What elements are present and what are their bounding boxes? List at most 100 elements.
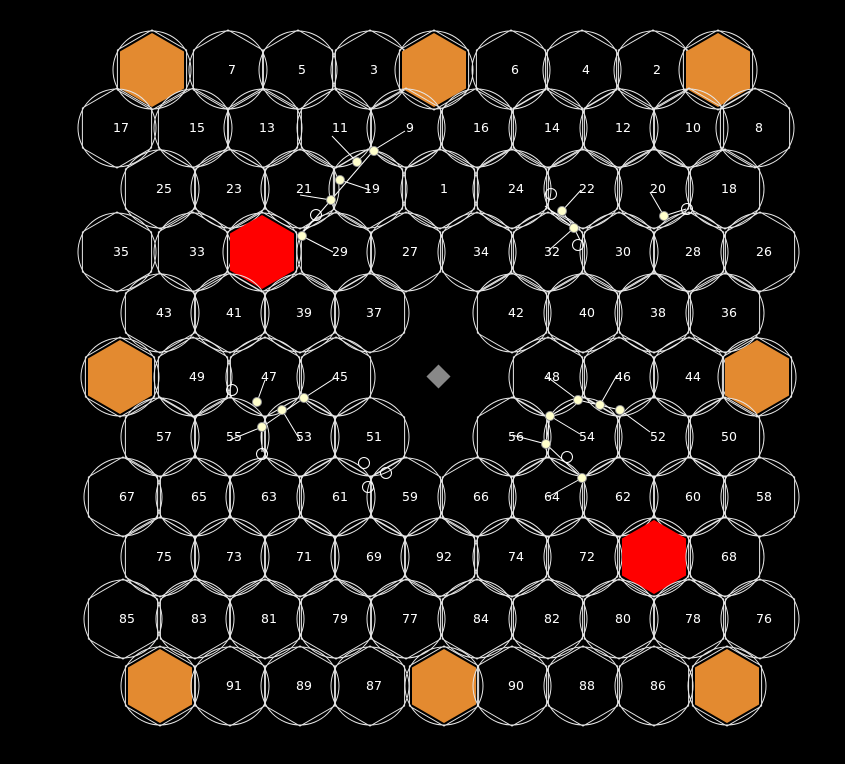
marker-dot[interactable] [569, 223, 579, 233]
hex-cell[interactable]: 12 [579, 87, 659, 169]
hex-cell[interactable]: 34 [437, 211, 517, 293]
hex-cell[interactable]: 78 [649, 578, 729, 660]
hex-cell[interactable]: 89 [260, 645, 340, 727]
marker-ring[interactable] [256, 448, 268, 460]
hex-cell[interactable]: 25 [120, 148, 200, 230]
marker-dot[interactable] [615, 405, 625, 415]
marker-dot[interactable] [659, 211, 669, 221]
marker-ring[interactable] [362, 481, 374, 493]
marker-dot[interactable] [541, 439, 551, 449]
hex-cell-outline [682, 29, 754, 111]
hex-cell[interactable]: 8 [715, 87, 795, 169]
hex-cell[interactable]: 83 [155, 578, 235, 660]
hex-cell[interactable] [222, 211, 302, 293]
hex-cell[interactable] [717, 336, 797, 418]
hex-cell[interactable]: 40 [543, 272, 623, 354]
hex-cell[interactable]: 71 [260, 516, 340, 598]
hex-cell-outline [87, 578, 159, 660]
hex-cell[interactable]: 84 [437, 578, 517, 660]
hex-cell[interactable]: 80 [579, 578, 659, 660]
hex-cell[interactable]: 86 [614, 645, 694, 727]
marker-dot[interactable] [335, 175, 345, 185]
marker-ring[interactable] [310, 209, 322, 221]
hex-cell[interactable] [687, 645, 767, 727]
hex-cell[interactable]: 32 [508, 211, 588, 293]
marker-ring[interactable] [572, 239, 584, 251]
marker-dot[interactable] [545, 411, 555, 421]
hex-cell[interactable] [112, 29, 192, 111]
marker-dot[interactable] [352, 157, 362, 167]
marker-ring[interactable] [358, 457, 370, 469]
hex-cell[interactable]: 37 [330, 272, 410, 354]
hex-cell[interactable]: 75 [120, 516, 200, 598]
hex-cell-outline [618, 645, 690, 727]
hex-cell[interactable]: 77 [366, 578, 446, 660]
hex-cell[interactable]: 92 [400, 516, 480, 598]
hex-cell[interactable]: 36 [685, 272, 765, 354]
hex-cell[interactable]: 68 [685, 516, 765, 598]
hex-cell[interactable]: 30 [579, 211, 659, 293]
hex-cell[interactable]: 91 [190, 645, 270, 727]
hex-cell[interactable]: 43 [120, 272, 200, 354]
hex-cell-label: 62 [615, 489, 631, 504]
hex-cell[interactable]: 18 [685, 148, 765, 230]
hex-cell[interactable]: 22 [543, 148, 623, 230]
hex-cell[interactable] [404, 645, 484, 727]
hex-cell[interactable]: 28 [649, 211, 729, 293]
marker-dot[interactable] [326, 195, 336, 205]
marker-dot[interactable] [369, 146, 379, 156]
hex-cell[interactable]: 35 [77, 211, 157, 293]
marker-dot[interactable] [299, 393, 309, 403]
hex-cell[interactable]: 9 [366, 87, 446, 169]
marker-ring[interactable] [681, 203, 693, 215]
hex-cell[interactable]: 74 [472, 516, 552, 598]
hex-cell[interactable]: 76 [720, 578, 800, 660]
hex-cell-label: 2 [653, 62, 661, 77]
hex-cell[interactable]: 73 [190, 516, 270, 598]
marker-ring[interactable] [545, 188, 557, 200]
marker-ring[interactable] [561, 451, 573, 463]
hex-cell[interactable] [120, 645, 200, 727]
hex-cell[interactable]: 14 [508, 87, 588, 169]
hex-cell[interactable]: 58 [720, 456, 800, 538]
hex-cell[interactable]: 42 [472, 272, 552, 354]
hex-cell[interactable]: 81 [225, 578, 305, 660]
hex-cell[interactable]: 20 [614, 148, 694, 230]
hex-cell[interactable]: 1 [400, 148, 480, 230]
hex-cell[interactable]: 88 [543, 645, 623, 727]
marker-dot[interactable] [557, 206, 567, 216]
marker-ring[interactable] [226, 384, 238, 396]
hex-cell[interactable]: 26 [720, 211, 800, 293]
hex-cell[interactable]: 27 [366, 211, 446, 293]
marker-dot[interactable] [595, 400, 605, 410]
hex-cell[interactable]: 13 [223, 87, 303, 169]
hex-cell[interactable]: 82 [508, 578, 588, 660]
hex-cell[interactable] [394, 29, 474, 111]
hex-cell-circle [330, 397, 410, 477]
hex-cell[interactable]: 39 [260, 272, 340, 354]
hex-cell[interactable]: 17 [77, 87, 157, 169]
hex-cell[interactable]: 41 [190, 272, 270, 354]
marker-dot[interactable] [257, 422, 267, 432]
hex-cell[interactable] [614, 516, 694, 598]
marker-dot[interactable] [277, 405, 287, 415]
hex-cell[interactable]: 67 [83, 456, 163, 538]
marker-dot[interactable] [297, 231, 307, 241]
marker-dot[interactable] [573, 395, 583, 405]
hex-cell[interactable]: 72 [543, 516, 623, 598]
marker-dot[interactable] [252, 397, 262, 407]
hex-cell[interactable] [80, 336, 160, 418]
hex-cell[interactable]: 79 [296, 578, 376, 660]
center-diamond-marker[interactable] [426, 364, 451, 389]
hex-cell[interactable]: 90 [472, 645, 552, 727]
hex-cell[interactable] [678, 29, 758, 111]
marker-dot[interactable] [577, 473, 587, 483]
hex-cell-label: 47 [261, 369, 277, 384]
marker-ring[interactable] [380, 467, 392, 479]
hex-cell[interactable]: 61 [296, 456, 376, 538]
hex-cell[interactable]: 38 [614, 272, 694, 354]
hex-cell[interactable]: 16 [437, 87, 517, 169]
hex-cell[interactable]: 69 [330, 516, 410, 598]
hex-cell[interactable]: 10 [649, 87, 729, 169]
hex-cell[interactable]: 85 [83, 578, 163, 660]
